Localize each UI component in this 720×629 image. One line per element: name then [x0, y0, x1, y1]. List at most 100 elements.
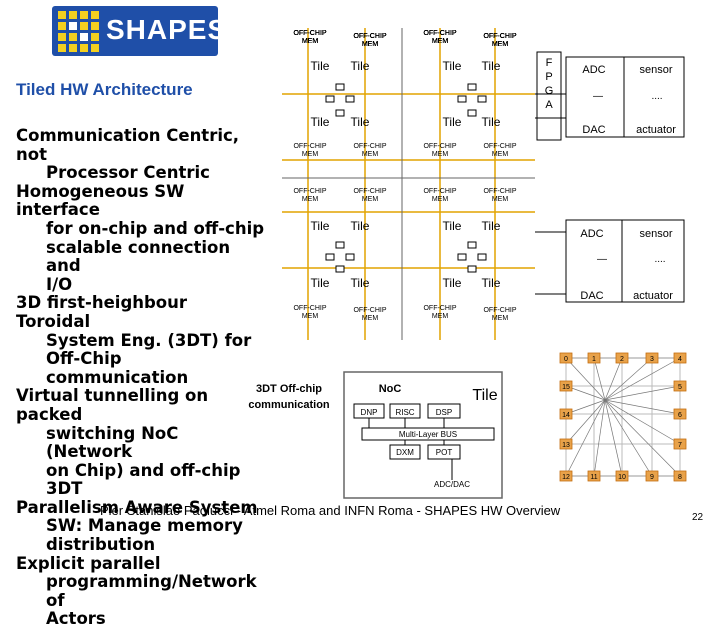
- offchip-mem-label: MEM: [492, 41, 509, 48]
- torus-node-label: 4: [678, 356, 682, 363]
- router-box: [325, 253, 335, 261]
- torus-link: [604, 399, 681, 415]
- torus-node-label: 15: [562, 384, 570, 391]
- offchip-mem-label: MEM: [492, 151, 509, 158]
- bullet-item: Homogeneous SW interface for on-chip and…: [16, 181, 266, 295]
- bullet-line: switching NoC (Network: [46, 423, 179, 462]
- noc-label: NoC: [379, 383, 402, 395]
- offchip-mem-label: OFF-CHIP: [293, 30, 326, 37]
- tile-label: Tile: [443, 59, 462, 73]
- tile-big-label: Tile: [472, 387, 497, 404]
- fpga-letter: A: [545, 99, 553, 111]
- torus-node: [559, 408, 573, 420]
- offchip-mem-label: OFF-CHIP: [353, 33, 386, 40]
- page-number: 22: [692, 512, 704, 523]
- torus-link: [604, 399, 681, 477]
- io-sensor-actuator-box: [621, 219, 685, 303]
- torus-node: [645, 352, 659, 364]
- offchip-mem-label: MEM: [432, 38, 449, 45]
- torus-link: [565, 385, 606, 401]
- offchip-mem-label: OFF-CHIP: [483, 33, 516, 40]
- torus-link: [604, 357, 653, 401]
- bullet-line: Off-Chip communication: [46, 349, 189, 387]
- offchip-mem-label: MEM: [362, 41, 379, 48]
- architecture-diagram: OFF-CHIPMEMOFF-CHIPMEMOFF-CHIPMEMOFF-CHI…: [248, 28, 687, 499]
- torus-node: [587, 352, 601, 364]
- offchip-mem-label: MEM: [362, 41, 379, 48]
- router-box: [457, 95, 467, 103]
- offchip-mem-label: OFF-CHIP: [483, 33, 516, 40]
- bullet-line: Virtual tunnelling on packed: [16, 386, 209, 424]
- dots-mark: ....: [651, 91, 662, 102]
- bullet-list: Communication Centric, not Processor Cen…: [16, 126, 266, 629]
- torus-link: [593, 357, 606, 401]
- offchip-mem-label: OFF-CHIP: [353, 33, 386, 40]
- bullet-item: Explicit parallel programming/Network of…: [16, 554, 266, 629]
- offchip-mem-label: MEM: [432, 38, 449, 45]
- offchip-mem-label: OFF-CHIP: [293, 30, 326, 37]
- offchip-mem-label: OFF-CHIP: [293, 143, 326, 150]
- dash-mark: —: [597, 254, 607, 265]
- tile-label: Tile: [311, 219, 330, 233]
- offchip-mem-label: MEM: [432, 196, 449, 203]
- bullet-line: 3D first-heighbour Toroidal: [16, 293, 188, 331]
- tile-label: Tile: [482, 219, 501, 233]
- adc-label: ADC: [582, 64, 605, 76]
- offchip-mem-label: MEM: [302, 38, 319, 45]
- torus-node-label: 3: [650, 356, 654, 363]
- offchip-mem-label: MEM: [492, 41, 509, 48]
- offchip-mem-label: MEM: [302, 196, 319, 203]
- tile-label: Tile: [443, 219, 462, 233]
- bullet-line: 3DT: [46, 479, 83, 499]
- dac-label: DAC: [580, 290, 603, 302]
- torus-node: [559, 352, 573, 364]
- logo-text: SHAPES: [106, 14, 228, 45]
- dash-mark: —: [593, 91, 603, 102]
- torus-link: [565, 399, 606, 415]
- torus-node-label: 5: [678, 384, 682, 391]
- torus-node-label: 8: [678, 474, 682, 481]
- offchip-mem-label: OFF-CHIP: [483, 33, 516, 40]
- torus-link: [593, 399, 606, 477]
- torus-node-label: 14: [562, 412, 570, 419]
- bullet-line: Communication Centric, not: [16, 126, 240, 164]
- bus-label: Multi-Layer BUS: [399, 430, 457, 439]
- offchip-mem-label: MEM: [432, 38, 449, 45]
- router-box: [335, 241, 345, 249]
- io-sensor-actuator-box: [623, 56, 685, 138]
- torus-node: [559, 380, 573, 392]
- tile-label: Tile: [351, 115, 370, 129]
- router-box: [325, 95, 335, 103]
- router-box: [467, 109, 477, 117]
- torus-node-label: 2: [620, 356, 624, 363]
- tile-detail-box: [343, 371, 503, 499]
- offchip-mem-label: OFF-CHIP: [293, 188, 326, 195]
- offchip-mem-label: OFF-CHIP: [423, 30, 456, 37]
- router-box: [345, 253, 355, 261]
- offchip-mem-label: OFF-CHIP: [353, 307, 386, 314]
- offchip-mem-label: OFF-CHIP: [483, 188, 516, 195]
- torus-node: [559, 470, 573, 482]
- offchip-mem-label: MEM: [432, 151, 449, 158]
- logo-squares-icon: [58, 11, 99, 52]
- actuator-label: actuator: [633, 290, 673, 302]
- offchip-mem-label: MEM: [432, 38, 449, 45]
- torus-link: [604, 399, 653, 477]
- offchip-mem-label: MEM: [362, 196, 379, 203]
- tile-label: Tile: [311, 59, 330, 73]
- offchip-mem-label: OFF-CHIP: [423, 30, 456, 37]
- torus-link: [604, 385, 681, 401]
- sensor-label: sensor: [639, 64, 672, 76]
- tile-label: Tile: [482, 59, 501, 73]
- offchip-mem-label: MEM: [302, 38, 319, 45]
- offchip-mem-label: MEM: [492, 41, 509, 48]
- tile-label: Tile: [482, 276, 501, 290]
- risc-label: RISC: [395, 408, 414, 417]
- bus-block: [361, 427, 495, 441]
- offchip-mem-label: MEM: [302, 313, 319, 320]
- tile-label: Tile: [311, 276, 330, 290]
- torus-link: [604, 357, 681, 401]
- bullet-line: Homogeneous SW interface: [16, 181, 185, 220]
- sensor-label: sensor: [639, 228, 672, 240]
- tile-label: Tile: [351, 59, 370, 73]
